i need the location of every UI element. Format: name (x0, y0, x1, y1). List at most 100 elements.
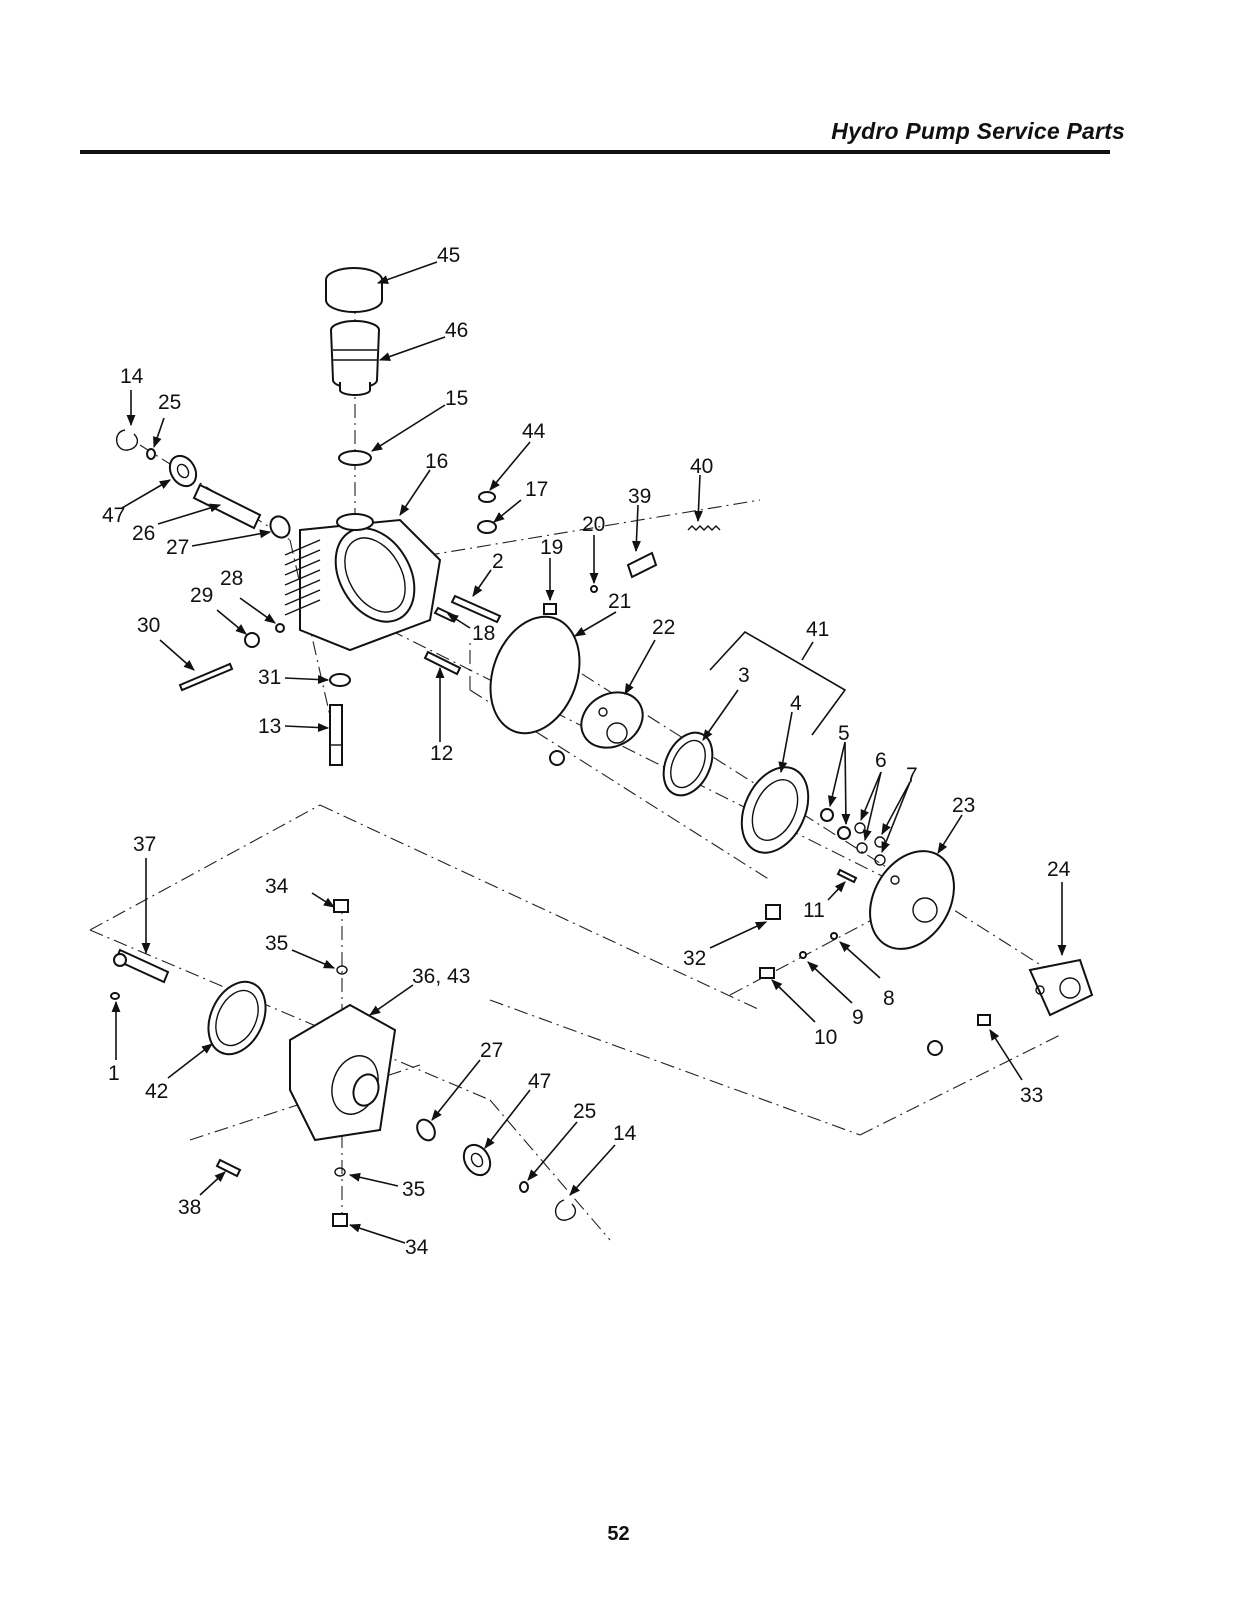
part-25-washer (146, 448, 156, 460)
part-2-pin (450, 594, 502, 624)
part-32-fitting (765, 904, 781, 920)
callout-9: 9 (852, 1006, 864, 1029)
callout-22: 22 (652, 616, 675, 639)
callout-8: 8 (883, 987, 895, 1010)
callout-41: 41 (806, 618, 829, 641)
part-44-washer (478, 491, 496, 503)
part-ball (549, 750, 565, 766)
callout-15: 15 (445, 387, 468, 410)
part-20-ball (590, 585, 598, 593)
part-28-oring (275, 623, 285, 633)
part-15-o-ring (338, 450, 372, 466)
part-37-lever (113, 948, 170, 984)
part-11-pin (836, 868, 858, 884)
part-14-ring-lower (554, 1199, 577, 1221)
part-27-seal (269, 515, 291, 539)
callout-4: 4 (790, 692, 802, 715)
part-12-pin (423, 650, 462, 676)
callout-5: 5 (838, 722, 850, 745)
callout-36-43: 36, 43 (412, 965, 470, 988)
callout-7: 7 (906, 764, 918, 787)
part-45-reservoir-cap (325, 267, 383, 313)
callout-13: 13 (258, 715, 281, 738)
callout-37: 37 (133, 833, 156, 856)
leader-lines (111, 261, 1067, 1244)
part-14-retaining-ring (116, 429, 139, 451)
callout-17: 17 (525, 478, 548, 501)
callout-45: 45 (437, 244, 460, 267)
part-18-pin (433, 606, 457, 623)
part-39-block (626, 551, 658, 579)
callout-42: 42 (145, 1080, 168, 1103)
part-38-bolt (215, 1158, 242, 1178)
part-16-pump-housing (284, 513, 442, 652)
callout-2: 2 (492, 550, 504, 573)
callout-25: 25 (158, 391, 181, 414)
part-17-seal (477, 520, 497, 534)
callout-19: 19 (540, 536, 563, 559)
callout-25-lower: 25 (573, 1100, 596, 1123)
part-26-shaft (192, 483, 262, 530)
callouts: 45 46 15 44 16 17 40 39 20 19 2 21 18 14… (102, 244, 1071, 1259)
callout-40: 40 (690, 455, 713, 478)
part-13-shaft (329, 704, 343, 766)
part-3-race (662, 731, 714, 797)
callout-44: 44 (522, 420, 546, 443)
page-number: 52 (607, 1523, 630, 1545)
callout-27-lower: 27 (480, 1039, 503, 1062)
part-40-spring (687, 525, 721, 531)
callout-34-lower: 34 (405, 1236, 429, 1259)
callout-46: 46 (445, 319, 468, 342)
callout-38: 38 (178, 1196, 201, 1219)
callout-24: 24 (1047, 858, 1071, 881)
part-25-washer-lower (519, 1181, 529, 1193)
part-42-seal (207, 980, 267, 1056)
part-6-7-rings (854, 822, 886, 866)
part-4-swashplate (740, 766, 810, 854)
callout-20: 20 (582, 513, 605, 536)
part-8-9-10-parts (759, 932, 838, 979)
callout-32: 32 (683, 947, 706, 970)
part-33-plug (927, 1014, 991, 1056)
center-lines (89, 300, 1081, 1241)
part-47-bearing-lower (462, 1143, 492, 1177)
part-30-pin (178, 662, 234, 692)
callout-21: 21 (608, 590, 631, 613)
callout-30: 30 (137, 614, 160, 637)
part-36-43-housing (289, 1003, 397, 1142)
callout-14: 14 (120, 365, 144, 388)
callout-29: 29 (190, 584, 213, 607)
part-47-bearing (168, 454, 198, 488)
part-46-reservoir (330, 320, 380, 396)
callout-23: 23 (952, 794, 975, 817)
part-27-seal-lower (416, 1118, 436, 1142)
page-title: Hydro Pump Service Parts (831, 118, 1125, 144)
callout-14-lower: 14 (613, 1122, 637, 1145)
callout-34-upper: 34 (265, 875, 289, 898)
callout-39: 39 (628, 485, 651, 508)
part-1-pin (110, 992, 120, 1000)
callout-47-lower: 47 (528, 1070, 551, 1093)
part-29-plug (244, 632, 260, 648)
part-31-seal (329, 673, 351, 687)
callout-18: 18 (472, 622, 495, 645)
callout-10: 10 (814, 1026, 837, 1049)
callout-31: 31 (258, 666, 281, 689)
callout-35-upper: 35 (265, 932, 288, 955)
part-35-rings (334, 965, 348, 1177)
callout-27: 27 (166, 536, 189, 559)
part-24-housing (1028, 958, 1094, 1017)
header-rule (80, 150, 1110, 154)
part-34-fittings (332, 899, 349, 1227)
callout-6: 6 (875, 749, 887, 772)
callout-3: 3 (738, 664, 750, 687)
part-5-valves (820, 808, 851, 840)
part-23-end-cap (869, 850, 955, 950)
callout-1: 1 (108, 1062, 120, 1085)
callout-12: 12 (430, 742, 453, 765)
callout-47: 47 (102, 504, 125, 527)
part-21-o-ring (489, 615, 581, 735)
callout-33: 33 (1020, 1084, 1043, 1107)
callout-26: 26 (132, 522, 155, 545)
